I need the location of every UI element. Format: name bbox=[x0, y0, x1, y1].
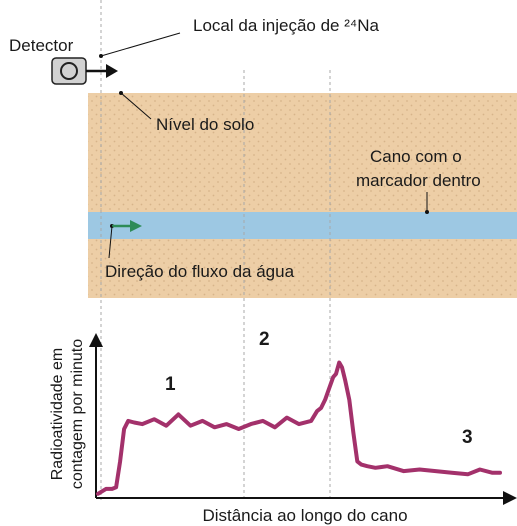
x-axis-label: Distância ao longo do cano bbox=[202, 506, 407, 525]
injection-point bbox=[99, 54, 103, 58]
ground-point bbox=[119, 91, 123, 95]
flow-direction-label: Direção do fluxo da água bbox=[105, 262, 295, 281]
injection-leader-line bbox=[100, 32, 181, 57]
y-axis-label-line1: Radioatividade em bbox=[49, 348, 66, 481]
pipe bbox=[88, 212, 517, 239]
pipe-point bbox=[425, 210, 429, 214]
region-label-1: 1 bbox=[165, 374, 176, 395]
detector-label: Detector bbox=[9, 36, 74, 55]
chart-axes bbox=[89, 333, 517, 505]
flow-leader-line bbox=[108, 225, 113, 259]
soil-texture bbox=[88, 93, 517, 298]
region-label-2: 2 bbox=[259, 329, 270, 350]
pipe-label-line1: Cano com o bbox=[370, 147, 462, 166]
region-label-3: 3 bbox=[462, 427, 473, 448]
flow-arrow-icon bbox=[110, 220, 142, 232]
ground-leader-line bbox=[120, 92, 152, 120]
detector-icon bbox=[51, 57, 118, 85]
pipe-label-line2: marcador dentro bbox=[356, 171, 481, 190]
injection-label: Local da injeção de ²⁴Na bbox=[193, 16, 379, 35]
y-axis-label-line2: contagem por minuto bbox=[69, 339, 86, 489]
radioactivity-curve bbox=[96, 360, 502, 496]
ground-level-label: Nível do solo bbox=[156, 115, 254, 134]
